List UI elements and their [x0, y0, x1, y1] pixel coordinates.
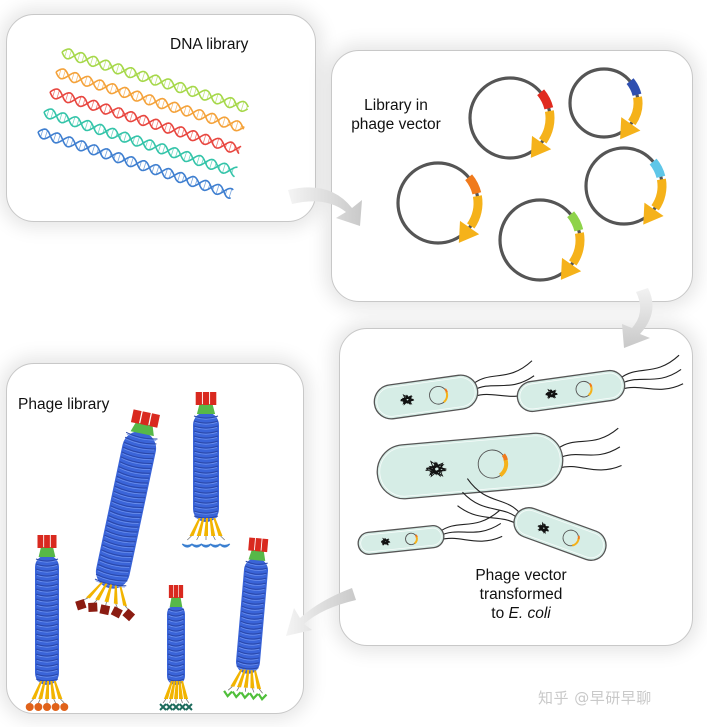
phage-icon: [75, 409, 160, 622]
dna-library-label: DNA library: [170, 36, 249, 53]
phage-vector-label: Library in phage vector: [349, 96, 443, 134]
dna-library-helices: [37, 48, 250, 200]
bacteria-group: [357, 354, 684, 561]
curved-arrow-icon: [288, 187, 362, 226]
phage-library-label: Phage library: [18, 396, 110, 413]
bacterium-icon: [373, 360, 537, 420]
curved-arrow-icon: [286, 588, 356, 636]
phage-icon: [25, 535, 69, 711]
ecoli-label-line2: transformed: [479, 586, 563, 603]
phage-vector-label-line1: Library in: [364, 97, 428, 114]
phage-icon: [181, 392, 231, 548]
phage-vector-label-line2: phage vector: [351, 116, 441, 133]
dna-helix-icon: [37, 128, 234, 200]
plasmid-icon: [468, 76, 555, 160]
bacterium-icon: [376, 427, 622, 500]
ecoli-label-line3: to E. coli: [455, 604, 587, 623]
dna-helix-icon: [55, 68, 245, 132]
plasmid-group: [396, 67, 667, 282]
plasmid-icon: [584, 146, 667, 226]
plasmid-icon: [396, 161, 483, 245]
phage-icon: [223, 537, 269, 701]
dna-helix-icon: [49, 88, 242, 155]
ecoli-label-italic: E. coli: [508, 605, 551, 622]
curved-arrow-icon: [622, 288, 653, 348]
dna-helix-icon: [43, 108, 238, 178]
bacterium-icon: [516, 354, 684, 413]
bacterium-icon: [357, 510, 503, 555]
dna-helix-icon: [61, 48, 250, 113]
phage-icon: [159, 585, 193, 711]
phage-group: [25, 392, 269, 711]
ecoli-label-prefix: to: [491, 605, 509, 622]
ecoli-label: Phage vector transformed to E. coli: [455, 566, 587, 623]
plasmid-icon: [568, 67, 643, 140]
bacterium-icon: [457, 478, 607, 561]
ecoli-label-line1: Phage vector: [475, 567, 567, 584]
watermark: 知乎 @早研早聊: [538, 689, 652, 707]
plasmid-icon: [498, 198, 585, 282]
